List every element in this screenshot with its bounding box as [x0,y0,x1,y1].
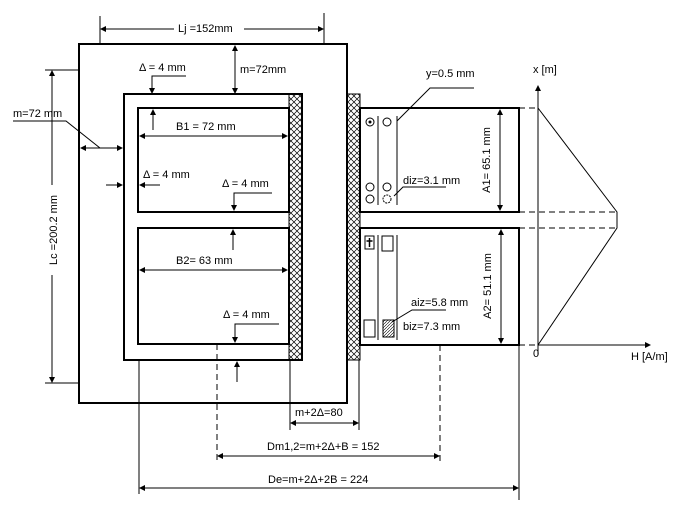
de-label: De=m+2Δ+2B = 224 [268,474,368,486]
b1-label: B1 = 72 mm [176,121,236,133]
m-left-label: m=72 mm [13,108,62,120]
aiz-label: aiz=5.8 mm [411,297,468,309]
y-label: y=0.5 mm [426,68,475,80]
dm-label: Dm1,2=m+2Δ+B = 152 [267,441,380,453]
core-outline [78,43,348,404]
x-axis-label: x [m] [533,64,557,76]
rect-conductor-icons [363,235,395,338]
winding-insulation-left [288,93,303,361]
winding-1-section [359,107,520,213]
lj-label: Lj =152mm [178,23,233,35]
h-axis-label: H [A/m] [631,351,668,363]
a2-label: A2= 51.1 mm [482,253,494,319]
biz-label: biz=7.3 mm [403,321,460,333]
winding-2-box [137,227,290,345]
lc-label: Lc =200.2 mm [48,195,60,265]
delta-top-label: Δ = 4 mm [139,62,186,74]
b2-label: B2= 63 mm [176,255,233,267]
mmf-profile [537,107,618,346]
winding-insulation-right [346,93,361,361]
diz-label: diz=3.1 mm [403,175,460,187]
delta-b1-label: Δ = 4 mm [222,178,269,190]
m2delta-label: m+2Δ=80 [295,407,343,419]
a1-label: A1= 65.1 mm [481,127,493,193]
winding-1-box [137,107,290,213]
m-top-label: m=72mm [240,64,286,76]
delta-b2-label: Δ = 4 mm [223,309,270,321]
delta-left-label: Δ = 4 mm [143,169,190,181]
origin-label: 0 [533,348,539,360]
round-conductor-icons [365,117,392,204]
